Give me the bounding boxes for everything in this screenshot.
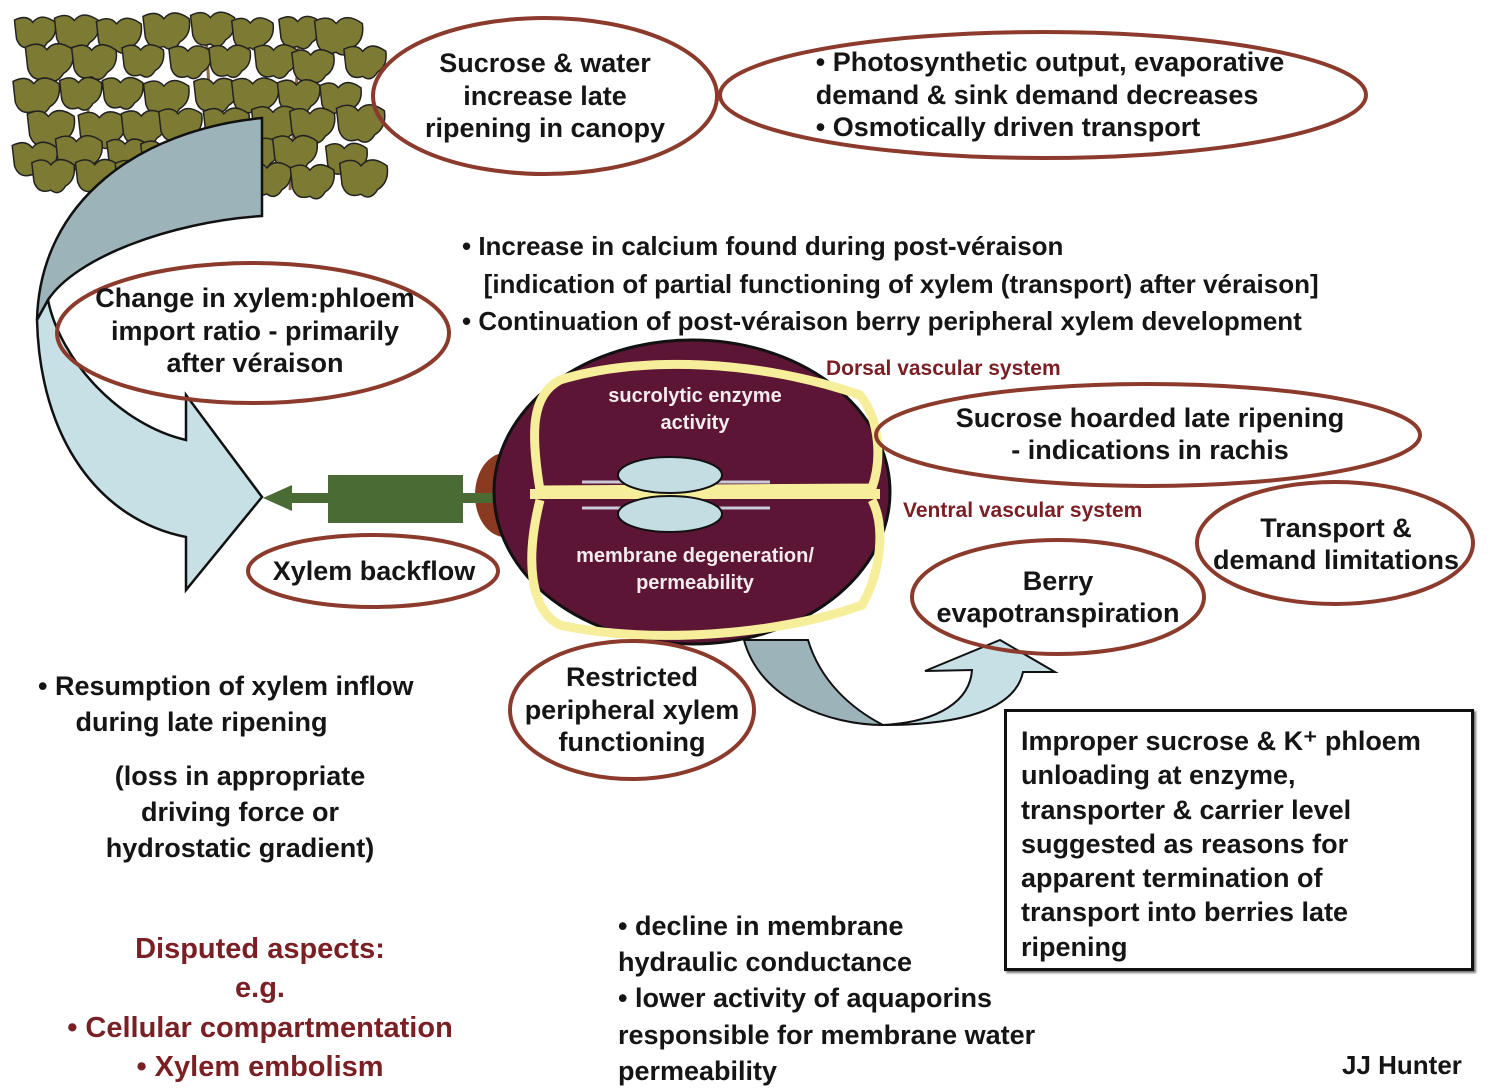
ellipse-xylem-backflow-text: Xylem backflow xyxy=(272,555,476,586)
leaf-icon xyxy=(189,11,236,48)
ventral-vein xyxy=(527,497,885,640)
leaf-icon xyxy=(335,103,386,143)
leaf-icon xyxy=(12,77,61,115)
arrow-up-segment xyxy=(882,638,1059,726)
ellipse-canopy-text: Sucrose & water increase late ripening i… xyxy=(424,48,666,144)
leaf-icon xyxy=(31,158,76,194)
leaf-icon xyxy=(208,44,252,79)
loss-note: (loss in appropriate driving force or hy… xyxy=(105,761,375,864)
ellipse-berry-evap-text: Berry evapotranspiration xyxy=(936,565,1180,628)
ellipse-xylem-backflow xyxy=(246,533,500,609)
ventral-vascular-label: Ventral vascular system xyxy=(903,499,1143,522)
backflow-arrowhead xyxy=(263,485,292,511)
resumption-note: • Resumption of xylem inflow during late… xyxy=(38,671,414,738)
ellipse-photosynthetic xyxy=(718,30,1368,160)
berry-bottom-label: membrane degeneration/ permeability xyxy=(576,545,814,594)
leaf-icon xyxy=(142,12,191,50)
ellipse-photosynthetic-text: • Photosynthetic output, evaporative dem… xyxy=(815,47,1285,143)
calcium-note: • Increase in calcium found during post-… xyxy=(462,231,1319,337)
disputed-aspects-note: Disputed aspects: e.g. • Cellular compar… xyxy=(67,933,453,1084)
ellipse-sucrose-hoarded-text: Sucrose hoarded late ripening - indicati… xyxy=(955,402,1345,465)
curved-flow-arrow-canopy-to-berry xyxy=(35,116,264,594)
leaf-icon xyxy=(101,76,144,110)
dorsal-vascular-label: Dorsal vascular system xyxy=(826,357,1061,380)
berry-top-label: sucrolytic enzyme activity xyxy=(608,385,782,434)
leaf-icon xyxy=(343,45,387,80)
leaf-icon xyxy=(70,43,118,81)
ellipse-sucrose-hoarded xyxy=(874,382,1422,488)
grape-berry-cross-section xyxy=(492,338,892,646)
leaf-icon xyxy=(168,45,212,80)
seed-icon xyxy=(617,495,723,533)
ellipse-berry-evap xyxy=(910,538,1206,656)
arrow-lower-segment xyxy=(35,296,264,594)
phloem-unloading-box: Improper sucrose & K⁺ phloem unloading a… xyxy=(1004,709,1474,971)
ellipse-transport-limits xyxy=(1195,480,1475,606)
leaf-icon xyxy=(289,163,335,200)
ellipse-xylem-ratio-text: Change in xylem:phloem import ratio - pr… xyxy=(95,283,415,379)
membrane-note: • decline in membrane hydraulic conducta… xyxy=(618,911,1036,1086)
leaf-icon xyxy=(338,159,389,198)
curved-flow-arrow-to-evapotranspiration xyxy=(742,638,1059,726)
leaf-icon xyxy=(253,44,299,79)
leaf-icon xyxy=(291,48,335,84)
author-credit: JJ Hunter xyxy=(1342,1050,1462,1080)
ellipse-restricted-text: Restricted peripheral xylem functioning xyxy=(524,662,740,758)
ellipse-restricted xyxy=(508,639,756,781)
leaf-icon xyxy=(24,42,75,82)
leaf-icon xyxy=(58,76,103,111)
arrow-down-segment xyxy=(742,639,884,726)
ellipse-canopy xyxy=(371,16,719,176)
leaf-icon xyxy=(121,43,165,78)
ellipse-outlines xyxy=(55,16,1475,781)
ellipse-xylem-ratio xyxy=(55,261,451,405)
ellipse-transport-limits-text: Transport & demand limitations xyxy=(1212,512,1460,575)
seed-icon xyxy=(617,456,723,494)
